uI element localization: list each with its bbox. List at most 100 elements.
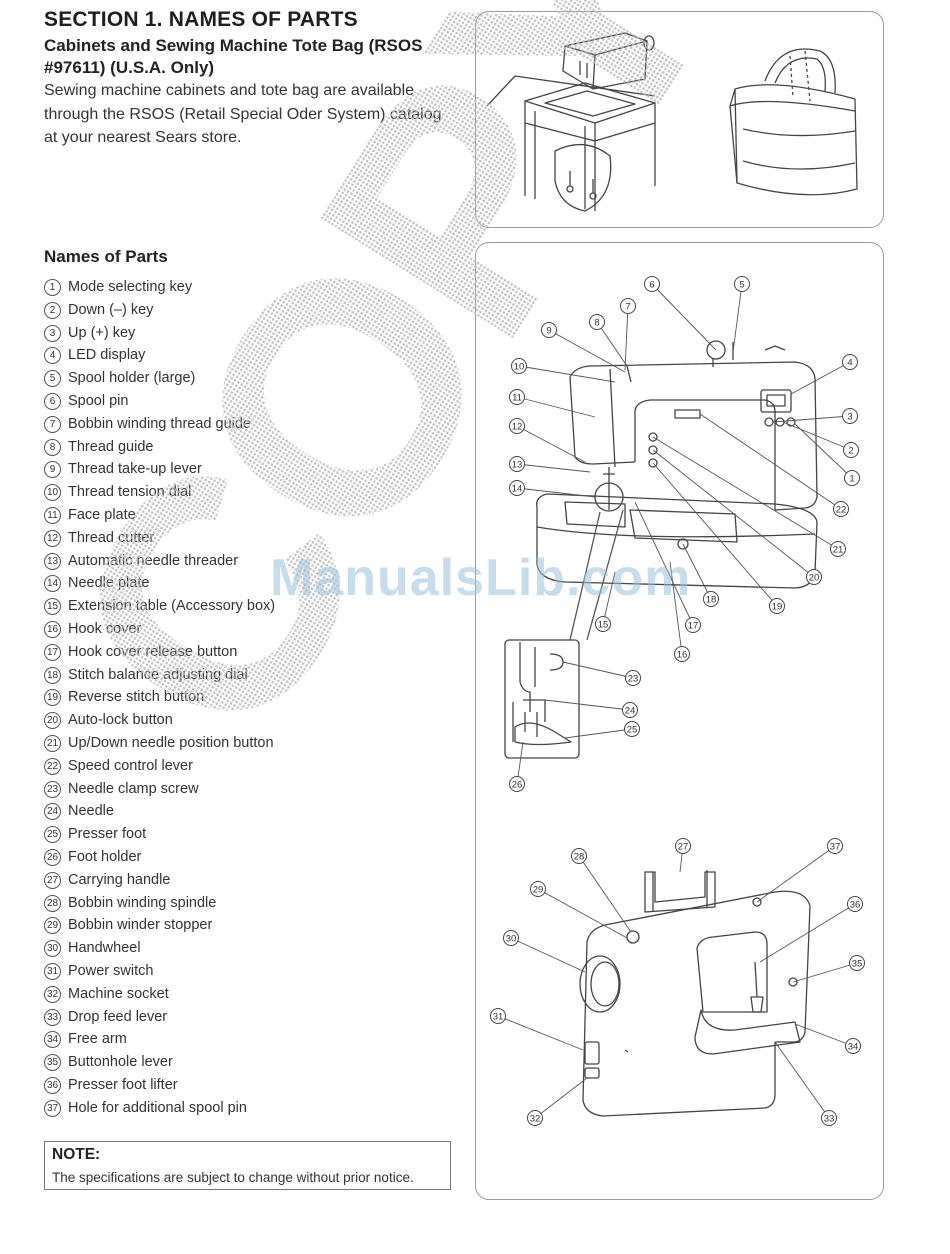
part-item: 34 Free arm bbox=[44, 1028, 275, 1051]
callout-leader-line bbox=[772, 415, 851, 423]
callout-leader-line bbox=[497, 1015, 584, 1051]
callout-circle bbox=[806, 569, 822, 585]
callout-circle bbox=[503, 930, 519, 946]
part-number: 8 bbox=[44, 438, 61, 456]
callout-number: 13 bbox=[512, 460, 523, 471]
callout-circle bbox=[675, 838, 691, 854]
part-number: 28 bbox=[44, 894, 61, 912]
callout-number: 19 bbox=[772, 602, 783, 613]
callout-number: 21 bbox=[833, 545, 844, 556]
callout-number: 34 bbox=[848, 1042, 859, 1053]
callout-number: 9 bbox=[546, 326, 551, 337]
callout-circle bbox=[734, 276, 750, 292]
part-name: Reverse stitch button bbox=[68, 689, 205, 706]
part-name: Power switch bbox=[68, 962, 154, 979]
callout-leader-line bbox=[544, 699, 631, 711]
callout-leader-line bbox=[669, 561, 683, 655]
part-name: Carrying handle bbox=[68, 871, 171, 888]
part-name: Speed control lever bbox=[68, 757, 193, 774]
callout-number: 6 bbox=[649, 280, 654, 291]
callout-circle bbox=[509, 776, 525, 792]
callout-circle bbox=[845, 1038, 861, 1054]
callout-leader-line bbox=[682, 543, 712, 600]
part-name: Bobbin winding thread guide bbox=[68, 415, 251, 432]
callout-leader-line bbox=[732, 283, 743, 353]
callout-circle bbox=[844, 470, 860, 486]
part-number: 37 bbox=[44, 1099, 61, 1117]
callout-circle bbox=[830, 541, 846, 557]
part-name: Up (+) key bbox=[68, 324, 136, 341]
callout-layer: 1234567891011121314151617181920212223242… bbox=[490, 276, 865, 1126]
accessories-illustration-frame bbox=[475, 11, 884, 228]
callout-leader-line bbox=[510, 937, 586, 973]
part-number: 5 bbox=[44, 370, 61, 388]
callout-leader-line bbox=[634, 501, 694, 626]
part-name: Face plate bbox=[68, 506, 136, 523]
copy-watermark-text: COPY bbox=[0, 0, 787, 797]
part-number: 20 bbox=[44, 712, 61, 730]
part-number: 36 bbox=[44, 1076, 61, 1094]
part-name: Up/Down needle position button bbox=[68, 734, 274, 751]
part-name: Hook cover release button bbox=[68, 643, 238, 660]
callout-circle bbox=[530, 881, 546, 897]
part-number: 13 bbox=[44, 552, 61, 570]
callout-leader-line bbox=[548, 329, 626, 373]
callout-leader-line bbox=[652, 449, 815, 578]
callout-number: 23 bbox=[628, 674, 639, 685]
callout-circle bbox=[847, 896, 863, 912]
callout-leader-line bbox=[624, 305, 629, 371]
part-item: 7 Bobbin winding thread guide bbox=[44, 413, 275, 436]
callout-leader-line bbox=[516, 425, 586, 463]
callout-circle bbox=[571, 848, 587, 864]
subtitle: Cabinets and Sewing Machine Tote Bag (RS… bbox=[44, 36, 423, 77]
part-number: 3 bbox=[44, 324, 61, 342]
callout-number: 14 bbox=[512, 484, 523, 495]
callout-circle bbox=[833, 501, 849, 517]
callout-number: 24 bbox=[625, 706, 636, 717]
callout-circle bbox=[622, 702, 638, 718]
part-number: 16 bbox=[44, 620, 61, 638]
part-number: 33 bbox=[44, 1008, 61, 1026]
callout-circle bbox=[509, 418, 525, 434]
callout-leader-line bbox=[564, 728, 633, 739]
part-name: Needle bbox=[68, 803, 114, 820]
part-name: Stitch balance adjusting dial bbox=[68, 666, 248, 683]
part-number: 14 bbox=[44, 575, 61, 593]
callout-leader-line bbox=[562, 661, 634, 679]
part-number: 17 bbox=[44, 643, 61, 661]
callout-number: 12 bbox=[512, 422, 523, 433]
part-number: 29 bbox=[44, 917, 61, 935]
callout-circle bbox=[625, 670, 641, 686]
part-number: 34 bbox=[44, 1031, 61, 1049]
callout-circle bbox=[644, 276, 660, 292]
part-name: Mode selecting key bbox=[68, 279, 193, 295]
part-number: 24 bbox=[44, 803, 61, 821]
part-name: Thread cutter bbox=[68, 529, 155, 546]
callout-number: 11 bbox=[512, 393, 522, 404]
callout-number: 32 bbox=[530, 1114, 541, 1125]
callout-leader-line bbox=[652, 436, 839, 550]
note-box: NOTE: The specifications are subject to … bbox=[44, 1141, 451, 1190]
part-number: 7 bbox=[44, 415, 61, 433]
part-name: Thread take-up lever bbox=[68, 461, 202, 478]
callout-circle bbox=[703, 591, 719, 607]
part-name: Bobbin winder stopper bbox=[68, 917, 213, 934]
part-item: 31 Power switch bbox=[44, 960, 275, 983]
callout-circle bbox=[509, 456, 525, 472]
cabinet-drawing bbox=[486, 75, 656, 212]
part-item: 17 Hook cover release button bbox=[44, 641, 275, 664]
part-number: 31 bbox=[44, 962, 61, 980]
part-name: Free arm bbox=[68, 1031, 127, 1048]
